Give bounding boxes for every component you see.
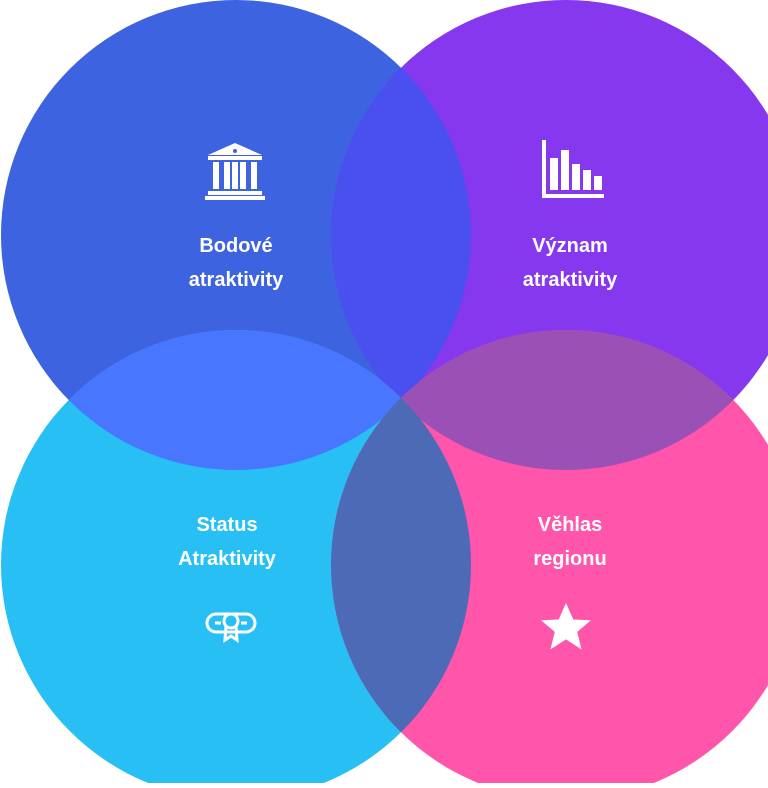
circle-status-atraktivity [1,330,471,788]
label-bodove-atraktivity: Bodové atraktivity [136,229,336,297]
label-line: Atraktivity [178,548,276,570]
bar-chart-icon [542,140,604,198]
label-vyznam-atraktivity: Význam atraktivity [470,229,670,297]
label-line: Význam [532,235,608,257]
certificate-icon [205,612,257,643]
label-vehlas-regionu: Věhlas regionu [470,508,670,576]
label-line: atraktivity [522,269,618,291]
bank-icon [205,143,265,200]
label-status-atraktivity: Status Atraktivity [127,508,327,576]
label-line: Status [196,514,258,536]
label-line: Bodové [199,235,273,257]
label-line: Věhlas [537,514,603,536]
star-icon [541,603,591,650]
label-line: regionu [533,548,607,570]
label-line: atraktivity [188,269,284,291]
circle-bodove-atraktivity [1,0,471,470]
